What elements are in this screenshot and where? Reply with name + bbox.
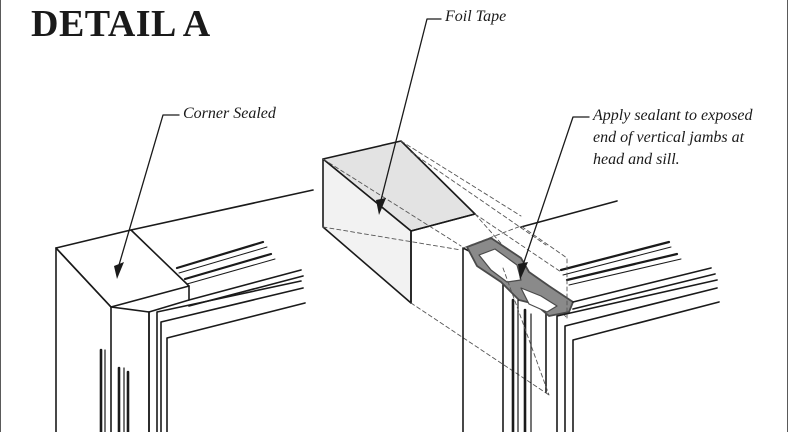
corner-front-face [55, 247, 112, 432]
leader-lines [114, 18, 590, 280]
leader-apply-sealant [522, 116, 590, 266]
callout-apply-sealant-line-2: end of vertical jambs at [593, 129, 745, 146]
detail-title: DETAIL A [31, 3, 211, 45]
right-jamb-assembly [462, 200, 720, 432]
callout-foil-tape: Foil Tape [445, 8, 507, 25]
callout-apply-sealant-line-3: head and sill. [593, 151, 680, 168]
left-corner-assembly [55, 189, 314, 432]
leader-corner-sealed [118, 114, 180, 266]
callout-apply-sealant: Apply sealant to exposed end of vertical… [593, 105, 753, 171]
leader-foil-tape [380, 18, 442, 201]
callout-apply-sealant-line-1: Apply sealant to exposed [593, 107, 753, 124]
callout-corner-sealed: Corner Sealed [183, 105, 276, 122]
foil-tape-piece [322, 140, 476, 304]
